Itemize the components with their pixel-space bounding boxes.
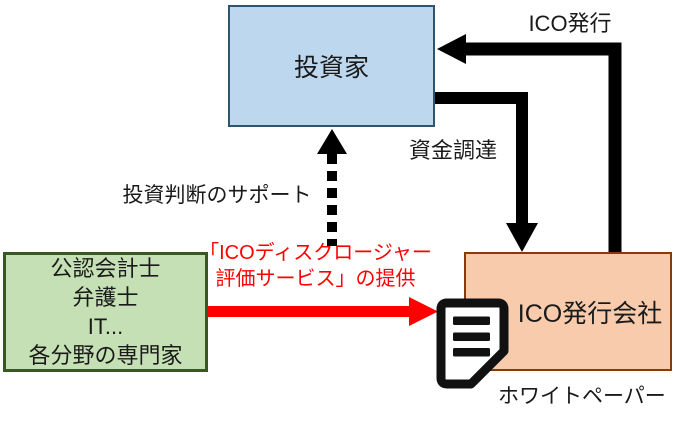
node-experts: 公認会計士 弁護士 IT... 各分野の専門家 xyxy=(3,252,208,372)
edge-label-service: 「ICOディスクロージャー 評価サービス」の提供 xyxy=(193,240,438,292)
support-arrowhead-icon xyxy=(317,129,347,154)
node-experts-line-1: 公認会計士 xyxy=(50,256,161,281)
service-arrow xyxy=(208,297,438,326)
ico-issue-arrowhead-icon xyxy=(437,34,466,64)
node-investor-label: 投資家 xyxy=(293,54,369,82)
edge-label-support: 投資判断のサポート xyxy=(122,184,312,207)
funding-arrow xyxy=(435,92,538,252)
node-experts-line-2: 弁護士 xyxy=(72,285,139,310)
edge-label-funding: 資金調達 xyxy=(408,138,497,163)
support-arrow xyxy=(317,129,347,246)
node-issuer: ICO発行会社 xyxy=(464,252,672,371)
funding-arrowhead-icon xyxy=(506,223,538,252)
service-note-line-1: 「ICOディスクロージャー xyxy=(199,242,432,264)
node-experts-line-4: 各分野の専門家 xyxy=(28,343,183,368)
edge-label-ico-issue: ICO発行 xyxy=(528,11,612,36)
service-arrowhead-icon xyxy=(409,297,438,326)
node-experts-line-3: IT... xyxy=(87,314,124,339)
node-issuer-label: ICO発行会社 xyxy=(517,299,663,328)
service-note-line-2: 評価サービス」の提供 xyxy=(215,268,416,290)
node-investor: 投資家 xyxy=(228,5,435,127)
whitepaper-label: ホワイトペーパー xyxy=(498,385,666,408)
